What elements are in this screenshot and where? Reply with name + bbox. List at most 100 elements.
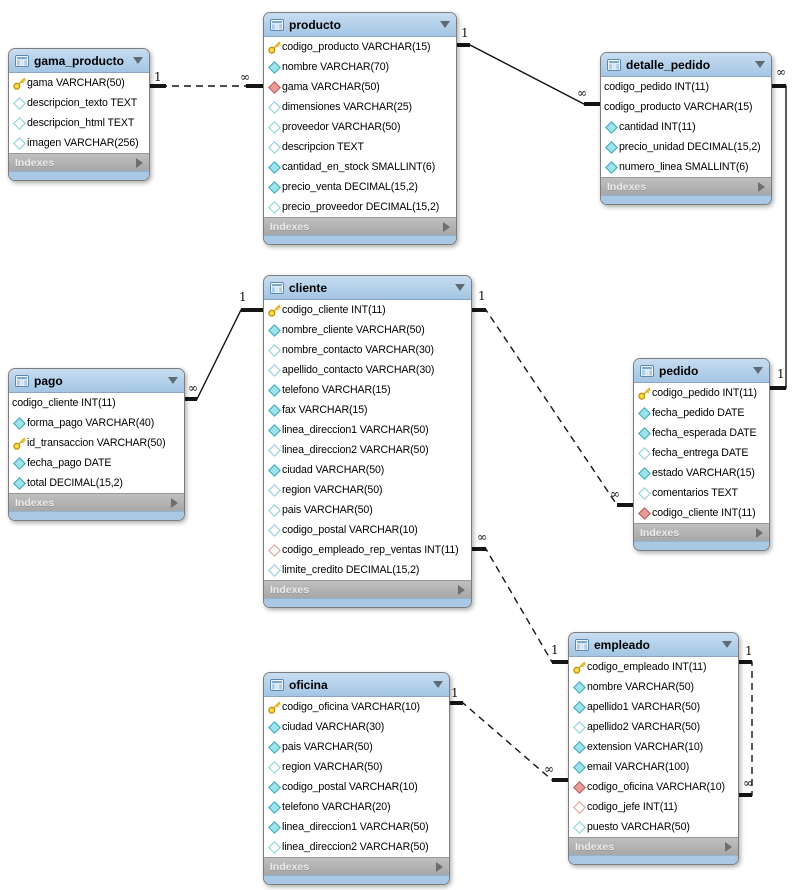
column-pais[interactable]: pais VARCHAR(50) xyxy=(264,737,449,757)
relationship-line[interactable] xyxy=(470,309,633,506)
column-comentarios[interactable]: comentarios TEXT xyxy=(634,483,769,503)
column-total[interactable]: total DECIMAL(15,2) xyxy=(9,473,184,493)
column-nombre_contacto[interactable]: nombre_contacto VARCHAR(30) xyxy=(264,340,471,360)
column-precio_venta[interactable]: precio_venta DECIMAL(15,2) xyxy=(264,177,456,197)
expand-arrow-icon[interactable] xyxy=(171,497,178,508)
table-header[interactable]: gama_producto xyxy=(9,49,149,73)
column-extension[interactable]: extension VARCHAR(10) xyxy=(569,737,738,757)
table-header[interactable]: detalle_pedido xyxy=(601,53,771,77)
indexes-bar[interactable]: Indexes xyxy=(9,493,184,511)
indexes-bar[interactable]: Indexes xyxy=(9,153,149,171)
column-descripcion_texto[interactable]: descripcion_texto TEXT xyxy=(9,93,149,113)
expand-arrow-icon[interactable] xyxy=(436,861,443,872)
column-codigo_empleado_rep_ventas[interactable]: codigo_empleado_rep_ventas INT(11) xyxy=(264,540,471,560)
column-codigo_pedido[interactable]: codigo_pedido INT(11) xyxy=(601,77,771,97)
column-limite_credito[interactable]: limite_credito DECIMAL(15,2) xyxy=(264,560,471,580)
expand-arrow-icon[interactable] xyxy=(725,841,732,852)
relationship-empleado-empleado[interactable]: 1∞ xyxy=(737,644,753,797)
column-linea_direccion2[interactable]: linea_direccion2 VARCHAR(50) xyxy=(264,837,449,857)
column-numero_linea[interactable]: numero_linea SMALLINT(6) xyxy=(601,157,771,177)
column-nombre[interactable]: nombre VARCHAR(50) xyxy=(569,677,738,697)
column-fecha_esperada[interactable]: fecha_esperada DATE xyxy=(634,423,769,443)
table-header[interactable]: pago xyxy=(9,369,184,393)
column-pais[interactable]: pais VARCHAR(50) xyxy=(264,500,471,520)
expand-arrow-icon[interactable] xyxy=(443,221,450,232)
column-region[interactable]: region VARCHAR(50) xyxy=(264,757,449,777)
column-nombre[interactable]: nombre VARCHAR(70) xyxy=(264,57,456,77)
column-imagen[interactable]: imagen VARCHAR(256) xyxy=(9,133,149,153)
collapse-arrow-icon[interactable] xyxy=(440,21,450,28)
column-linea_direccion2[interactable]: linea_direccion2 VARCHAR(50) xyxy=(264,440,471,460)
column-proveedor[interactable]: proveedor VARCHAR(50) xyxy=(264,117,456,137)
column-nombre_cliente[interactable]: nombre_cliente VARCHAR(50) xyxy=(264,320,471,340)
column-precio_unidad[interactable]: precio_unidad DECIMAL(15,2) xyxy=(601,137,771,157)
column-dimensiones[interactable]: dimensiones VARCHAR(25) xyxy=(264,97,456,117)
relationship-oficina-empleado[interactable]: 1∞ xyxy=(448,686,568,782)
column-codigo_producto[interactable]: codigo_producto VARCHAR(15) xyxy=(601,97,771,117)
relationship-empleado-cliente[interactable]: ∞1 xyxy=(470,530,568,664)
expand-arrow-icon[interactable] xyxy=(756,527,763,538)
column-codigo_pedido[interactable]: codigo_pedido INT(11) xyxy=(634,383,769,403)
relationship-gama_producto-producto[interactable]: 1∞ xyxy=(148,70,263,88)
column-fecha_entrega[interactable]: fecha_entrega DATE xyxy=(634,443,769,463)
table-header[interactable]: oficina xyxy=(264,673,449,697)
indexes-bar[interactable]: Indexes xyxy=(264,217,456,235)
column-fecha_pedido[interactable]: fecha_pedido DATE xyxy=(634,403,769,423)
relationship-detalle_pedido-pedido[interactable]: ∞1 xyxy=(768,65,787,390)
column-fax[interactable]: fax VARCHAR(15) xyxy=(264,400,471,420)
column-estado[interactable]: estado VARCHAR(15) xyxy=(634,463,769,483)
column-apellido_contacto[interactable]: apellido_contacto VARCHAR(30) xyxy=(264,360,471,380)
expand-arrow-icon[interactable] xyxy=(758,181,765,192)
column-codigo_postal[interactable]: codigo_postal VARCHAR(10) xyxy=(264,777,449,797)
column-apellido1[interactable]: apellido1 VARCHAR(50) xyxy=(569,697,738,717)
column-forma_pago[interactable]: forma_pago VARCHAR(40) xyxy=(9,413,184,433)
table-header[interactable]: empleado xyxy=(569,633,738,657)
column-telefono[interactable]: telefono VARCHAR(15) xyxy=(264,380,471,400)
column-descripcion[interactable]: descripcion TEXT xyxy=(264,137,456,157)
column-puesto[interactable]: puesto VARCHAR(50) xyxy=(569,817,738,837)
column-descripcion_html[interactable]: descripcion_html TEXT xyxy=(9,113,149,133)
column-cantidad_en_stock[interactable]: cantidad_en_stock SMALLINT(6) xyxy=(264,157,456,177)
relationship-line[interactable] xyxy=(448,702,568,781)
column-codigo_oficina[interactable]: codigo_oficina VARCHAR(10) xyxy=(264,697,449,717)
indexes-bar[interactable]: Indexes xyxy=(264,580,471,598)
relationship-cliente-pago[interactable]: 1∞ xyxy=(183,290,263,401)
column-codigo_cliente[interactable]: codigo_cliente INT(11) xyxy=(264,300,471,320)
column-codigo_postal[interactable]: codigo_postal VARCHAR(10) xyxy=(264,520,471,540)
indexes-bar[interactable]: Indexes xyxy=(634,523,769,541)
column-gama[interactable]: gama VARCHAR(50) xyxy=(264,77,456,97)
collapse-arrow-icon[interactable] xyxy=(433,681,443,688)
table-header[interactable]: producto xyxy=(264,13,456,37)
indexes-bar[interactable]: Indexes xyxy=(569,837,738,855)
column-gama[interactable]: gama VARCHAR(50) xyxy=(9,73,149,93)
collapse-arrow-icon[interactable] xyxy=(722,641,732,648)
column-codigo_oficina[interactable]: codigo_oficina VARCHAR(10) xyxy=(569,777,738,797)
column-precio_proveedor[interactable]: precio_proveedor DECIMAL(15,2) xyxy=(264,197,456,217)
column-codigo_jefe[interactable]: codigo_jefe INT(11) xyxy=(569,797,738,817)
column-codigo_producto[interactable]: codigo_producto VARCHAR(15) xyxy=(264,37,456,57)
collapse-arrow-icon[interactable] xyxy=(133,57,143,64)
expand-arrow-icon[interactable] xyxy=(458,584,465,595)
column-codigo_cliente[interactable]: codigo_cliente INT(11) xyxy=(9,393,184,413)
collapse-arrow-icon[interactable] xyxy=(455,284,465,291)
column-apellido2[interactable]: apellido2 VARCHAR(50) xyxy=(569,717,738,737)
column-email[interactable]: email VARCHAR(100) xyxy=(569,757,738,777)
table-header[interactable]: cliente xyxy=(264,276,471,300)
relationship-producto-detalle_pedido[interactable]: 1∞ xyxy=(455,26,600,106)
column-ciudad[interactable]: ciudad VARCHAR(30) xyxy=(264,717,449,737)
table-header[interactable]: pedido xyxy=(634,359,769,383)
collapse-arrow-icon[interactable] xyxy=(753,367,763,374)
column-fecha_pago[interactable]: fecha_pago DATE xyxy=(9,453,184,473)
column-telefono[interactable]: telefono VARCHAR(20) xyxy=(264,797,449,817)
column-id_transaccion[interactable]: id_transaccion VARCHAR(50) xyxy=(9,433,184,453)
expand-arrow-icon[interactable] xyxy=(136,157,143,168)
column-cantidad[interactable]: cantidad INT(11) xyxy=(601,117,771,137)
column-ciudad[interactable]: ciudad VARCHAR(50) xyxy=(264,460,471,480)
